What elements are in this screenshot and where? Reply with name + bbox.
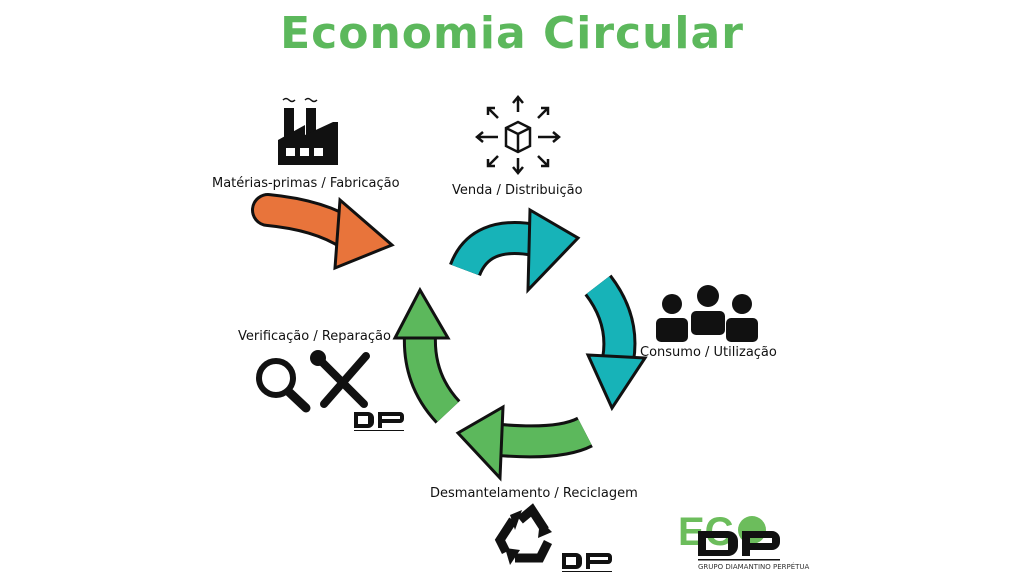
arrow-orange xyxy=(251,193,395,271)
box-distribution-icon xyxy=(475,95,561,175)
arrow-green-bottom xyxy=(455,404,593,482)
dp-logo xyxy=(562,553,612,572)
recycle-icon xyxy=(494,503,553,565)
stage-label-manufacturing: Matérias-primas / Fabricação xyxy=(212,176,400,191)
factory-icon xyxy=(278,97,338,165)
arrow-teal-right xyxy=(584,274,648,412)
people-icon xyxy=(656,285,758,342)
stage-label-recycling: Desmantelamento / Reciclagem xyxy=(430,486,638,501)
arrow-green-left xyxy=(392,286,461,424)
page-title: Economia Circular xyxy=(280,8,744,59)
logo-caption: GRUPO DIAMANTINO PERPÉTUA xyxy=(698,563,810,571)
eco-dp-logo: EC xyxy=(678,510,780,561)
stage-label-repair: Verificação / Reparação xyxy=(238,329,391,344)
dp-logo xyxy=(354,412,404,431)
stage-label-distribution: Venda / Distribuição xyxy=(452,183,583,198)
magnifier-tools-icon xyxy=(256,350,370,413)
stage-label-consumption: Consumo / Utilização xyxy=(640,345,777,360)
arrow-teal-top xyxy=(449,207,581,294)
